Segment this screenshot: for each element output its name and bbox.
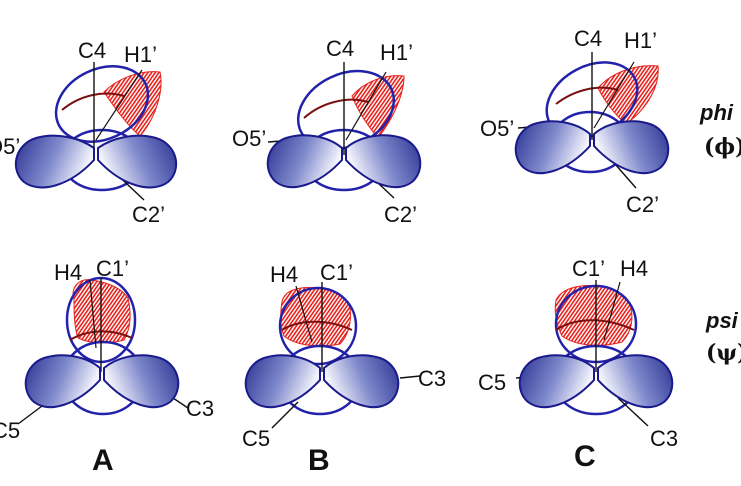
atom-label-o5: O5’ <box>0 134 20 159</box>
dihedral-arc <box>555 86 619 105</box>
atom-label-o5: O5’ <box>480 116 514 141</box>
atom-label-c3: C3 <box>186 396 214 421</box>
atom-label-c1: C1’ <box>96 256 129 281</box>
orbital-lobe-right <box>323 354 400 409</box>
atom-label-h4: H4 <box>620 256 648 281</box>
atom-label-h1: H1’ <box>624 28 657 53</box>
row-label-phi-name: phi <box>699 100 734 125</box>
panel-a-phi: C4 H1’ O5’ C2’ <box>0 38 177 227</box>
ring-ellipse <box>54 65 150 143</box>
density-lobe <box>597 65 659 125</box>
bond-h1 <box>345 71 387 141</box>
dihedral-arc <box>303 98 369 119</box>
atom-label-c3: C3 <box>418 366 446 391</box>
row-label-phi-symbol: (ϕ) <box>704 134 741 160</box>
orbital-lobe-right <box>593 120 670 175</box>
panel-a-psi: H4 C1’ C5 C3 <box>0 256 214 443</box>
dihedral-arc <box>555 319 635 331</box>
orbital-lobe-left <box>266 134 343 189</box>
panel-b-psi: H4 C1’ C5 C3 <box>242 260 446 451</box>
orbital-lobe-right <box>345 134 422 189</box>
panel-c-psi: C1’ H4 C5 C3 <box>478 256 678 451</box>
column-label-a: A <box>92 444 114 477</box>
atom-label-c4: C4 <box>574 26 602 51</box>
ring-ellipse <box>278 286 358 366</box>
bond-h4 <box>89 279 97 349</box>
bond-bottom-left <box>17 405 43 425</box>
atom-label-c1: C1’ <box>572 256 605 281</box>
orbital-lobe-left <box>514 120 591 175</box>
atom-label-c4: C4 <box>78 38 106 63</box>
atom-label-c5: C5 <box>0 418 20 443</box>
dihedral-arc <box>61 92 125 111</box>
atom-label-h4: H4 <box>270 262 298 287</box>
atom-label-c2: C2’ <box>132 202 165 227</box>
orbital-lobe-left <box>15 134 95 189</box>
orbital-lobe-left <box>24 354 101 409</box>
atom-label-c2: C2’ <box>626 192 659 217</box>
orbital-lobe-left <box>518 354 595 409</box>
orbital-lobe-right <box>597 354 674 409</box>
bond-h1 <box>593 61 635 129</box>
orbital-lobe-right <box>97 134 177 189</box>
bond-bottom-left <box>271 401 299 429</box>
bond-bottom-right <box>617 397 649 427</box>
orbital-lobe-right <box>103 354 180 409</box>
atom-label-o5: O5’ <box>232 126 266 151</box>
panel-b-phi: C4 H1’ O5’ C2’ <box>232 36 422 227</box>
atom-label-c1: C1’ <box>320 260 353 285</box>
atom-label-c3: C3 <box>650 426 678 451</box>
dihedral-arc <box>281 320 353 331</box>
atom-label-h1: H1’ <box>380 40 413 65</box>
bond-h1 <box>95 69 143 141</box>
panel-c-phi: C4 H1’ O5’ C2’ <box>480 26 670 217</box>
atom-label-c5: C5 <box>478 370 506 395</box>
bond-h4 <box>295 285 313 343</box>
bond-h4 <box>603 281 621 341</box>
atom-label-h4: H4 <box>54 260 82 285</box>
row-label-psi-symbol: (ψ) <box>706 340 741 366</box>
column-label-c: C <box>574 440 596 473</box>
atom-label-c2: C2’ <box>384 202 417 227</box>
row-label-psi-name: psi <box>705 308 739 333</box>
column-label-b: B <box>308 444 330 477</box>
atom-label-c4: C4 <box>326 36 354 61</box>
atom-label-h1: H1’ <box>124 42 157 67</box>
bond-bottom-right <box>399 375 421 379</box>
orbital-lobe-left <box>244 354 321 409</box>
dihedral-arc <box>69 330 133 341</box>
atom-label-c5: C5 <box>242 426 270 451</box>
